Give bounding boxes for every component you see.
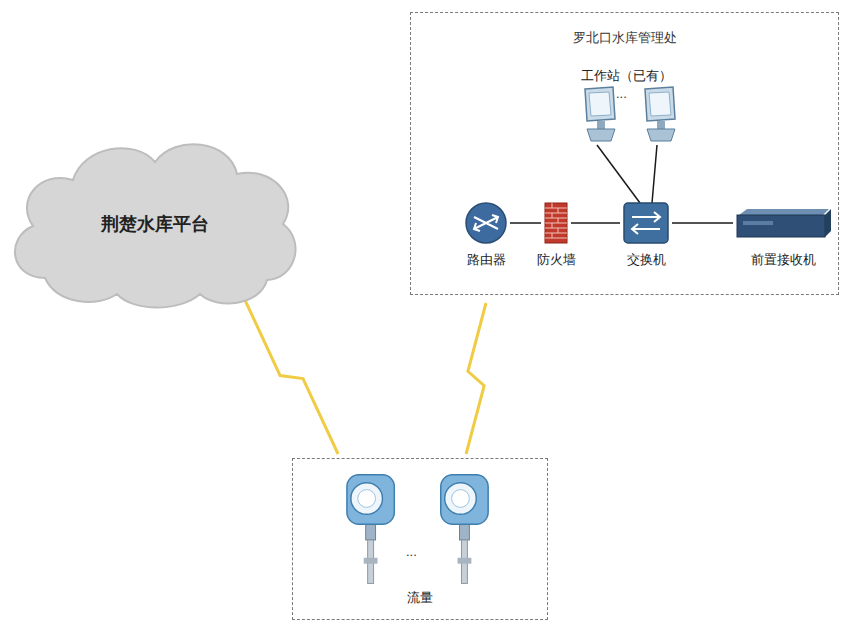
workstation-group: 工作站（已有）... [557, 67, 695, 149]
flow-meter [441, 475, 488, 584]
brick-line [558, 228, 559, 233]
meter-display [358, 490, 376, 508]
node-label: 前置接收机 [729, 251, 837, 269]
switch-body [624, 203, 668, 243]
node-label: 工作站（已有） [557, 67, 695, 85]
node-label: 防火墙 [527, 251, 585, 269]
sensor-group: 流量... [292, 458, 548, 620]
firewall-wall [545, 203, 567, 243]
cloud-outline [15, 144, 296, 307]
site-group: 工作站（已有）... 路由器防火墙 交换机 前置接收机 罗北口水库管理处 [410, 12, 839, 295]
network-cable [510, 222, 541, 224]
receiver-top [739, 209, 829, 215]
brick-line [545, 233, 567, 234]
network-cable [652, 145, 657, 203]
network-cable [571, 222, 620, 224]
receiver-icon [733, 199, 833, 247]
platform-name: 荆楚水库平台 [101, 215, 209, 233]
ellipsis-label: ... [616, 87, 627, 101]
brick-line [558, 218, 559, 223]
ellipsis-label: ... [406, 545, 417, 559]
computer-monitor [585, 87, 615, 141]
router-icon [456, 199, 516, 247]
meter-housing [441, 475, 488, 524]
brick-lines [545, 203, 567, 238]
monitor-neck [597, 121, 605, 129]
flow-meter [347, 475, 394, 584]
meter-neck [460, 524, 470, 540]
brick-line [545, 223, 567, 224]
meter-flange [458, 558, 472, 564]
brick-line [552, 223, 553, 228]
receiver-node: 前置接收机 [729, 199, 837, 269]
monitor-frame [645, 87, 675, 121]
node-label: 路由器 [452, 251, 520, 269]
firewall-node: 防火墙 [527, 199, 585, 269]
wireless-link [466, 303, 486, 454]
monitor-screen [589, 92, 611, 116]
network-cable [597, 145, 640, 203]
meter-face [445, 483, 477, 515]
meter-housing [347, 475, 394, 524]
brick-line [545, 208, 567, 209]
meter-display [452, 490, 470, 508]
router-arrows [474, 215, 498, 231]
brick-line [552, 203, 553, 208]
switch-icon [616, 199, 676, 247]
node-label: 流量 [293, 589, 547, 607]
meter-face [351, 483, 383, 515]
brick-line [558, 208, 559, 213]
receiver-front [737, 215, 825, 237]
brick-line [545, 238, 567, 239]
monitor-screen [649, 92, 671, 116]
wireless-link [245, 300, 338, 454]
network-cable [672, 222, 733, 224]
group-title: 罗北口水库管理处 [411, 29, 838, 47]
receiver-slot [743, 221, 773, 225]
receiver-side [825, 209, 831, 237]
brick-line [552, 233, 553, 238]
switch-arrows [632, 212, 660, 234]
brick-line [545, 213, 567, 214]
monitor-neck [657, 121, 665, 129]
brick-line [545, 228, 567, 229]
meter-neck [366, 524, 376, 540]
meter-flange [364, 558, 378, 564]
computer-case [587, 129, 615, 141]
router-node: 路由器 [452, 199, 520, 269]
switch-node: 交换机 [612, 199, 680, 269]
cloud-platform: 荆楚水库平台 [5, 128, 305, 313]
firewall-icon [531, 199, 581, 247]
brick-line [545, 218, 567, 219]
computer-case [647, 129, 675, 141]
brick-line [552, 213, 553, 218]
computer-monitor [645, 87, 675, 141]
node-label: 交换机 [612, 251, 680, 269]
monitor-frame [585, 87, 615, 121]
router-body [466, 203, 506, 243]
